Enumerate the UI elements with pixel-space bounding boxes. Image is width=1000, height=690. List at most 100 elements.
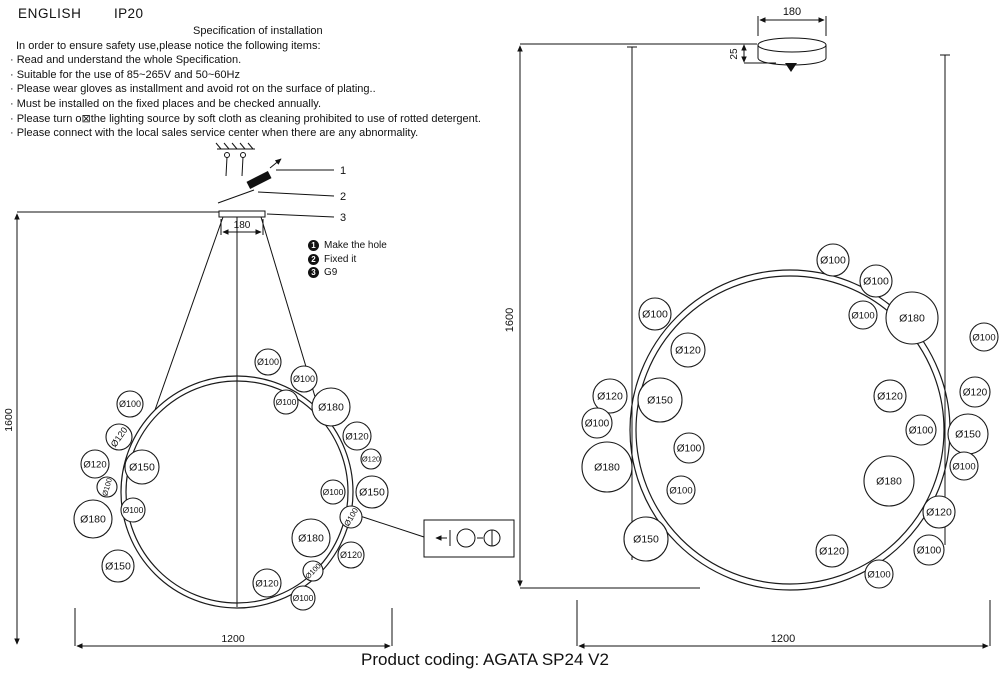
- bubble-diameter-label: Ø150: [129, 462, 155, 474]
- cable-grip-icon: [785, 63, 797, 72]
- bubble-circle: [291, 518, 331, 558]
- glass-bubble: Ø150: [947, 413, 989, 455]
- callout-number-3: 3: [340, 212, 346, 224]
- glass-bubble: Ø180: [863, 455, 915, 507]
- glass-bubble: Ø100: [864, 559, 894, 589]
- glass-bubble: Ø120: [922, 495, 956, 529]
- glass-bubble: Ø100: [273, 389, 299, 415]
- callout-number-1: 1: [340, 165, 346, 177]
- bubble-diameter-label: Ø100: [323, 487, 344, 497]
- left-canopy-width-label: 180: [234, 220, 251, 231]
- language-label: ENGLISH: [18, 6, 82, 21]
- bubble-circle: [273, 389, 299, 415]
- spec-item: · Please turn o⊠the lighting source by s…: [10, 112, 481, 125]
- anchor-screw-icon: [224, 152, 230, 158]
- legend-step-2-label: Fixed it: [324, 253, 357, 265]
- bulb-icon: [456, 528, 476, 548]
- bubble-diameter-label: Ø150: [105, 561, 131, 573]
- bubble-circle: [311, 387, 351, 427]
- bubble-circle: [969, 322, 999, 352]
- bubble-circle: [666, 475, 696, 505]
- right-drop-height-label: 1600: [504, 308, 516, 332]
- glass-bubble: Ø100: [581, 407, 613, 439]
- glass-bubble: Ø100: [949, 451, 979, 481]
- bubble-diameter-label: Ø150: [633, 534, 659, 546]
- bubble-diameter-label: Ø150: [647, 395, 673, 407]
- legend-item: 1 Make the hole: [308, 239, 387, 253]
- callout-number-2: 2: [340, 191, 346, 203]
- bubble-diameter-label: Ø120: [362, 455, 380, 464]
- bubble-circle: [623, 516, 669, 562]
- spec-item: · Suitable for the use of 85~265V and 50…: [10, 68, 240, 81]
- spec-item: · Read and understand the whole Specific…: [10, 54, 242, 67]
- bubble-circle: [355, 475, 389, 509]
- bubble-circle: [320, 479, 346, 505]
- callout-leaders: [257, 169, 335, 218]
- glass-bubble: Ø120: [105, 423, 133, 451]
- left-ring: [120, 375, 354, 609]
- bubble-circle: [873, 379, 907, 413]
- glass-bubble: Ø120: [337, 541, 365, 569]
- bubble-circle: [581, 441, 633, 493]
- bubble-circle: [581, 407, 613, 439]
- bulb-replacement-detail: [359, 515, 515, 558]
- glass-bubble: Ø100: [969, 322, 999, 352]
- glass-bubble: Ø120: [252, 568, 282, 598]
- anchor-screw-icon: [240, 152, 246, 158]
- bubble-diameter-label: Ø100: [642, 309, 668, 321]
- bubble-diameter-label: Ø100: [119, 399, 141, 409]
- right-ring-width-label: 1200: [771, 633, 795, 645]
- bubble-circle: [815, 534, 849, 568]
- glass-bubble: Ø180: [581, 441, 633, 493]
- glass-bubble: Ø120: [360, 448, 382, 470]
- canopy-plate: [218, 210, 266, 218]
- bubble-circle: [96, 476, 118, 498]
- glass-bubble: Ø180: [311, 387, 351, 427]
- bubble-diameter-label: Ø120: [345, 431, 368, 442]
- spec-intro: In order to ensure safety use,please not…: [16, 39, 321, 52]
- bubble-circle: [116, 390, 144, 418]
- bubble-diameter-label: Ø100: [909, 426, 934, 437]
- legend-step-3-label: G9: [324, 267, 338, 279]
- glass-bubble: Ø100: [120, 497, 146, 523]
- left-ring-width-label: 1200: [221, 633, 245, 645]
- glass-bubble: Ø120: [959, 376, 991, 408]
- bubble-circle: [339, 505, 363, 529]
- glass-bubble: Ø100: [913, 534, 945, 566]
- right-dimension-lines: [517, 43, 991, 649]
- glass-bubble: Ø100: [302, 560, 324, 582]
- glass-bubble: Ø180: [885, 291, 939, 345]
- bubble-circle: [80, 449, 110, 479]
- bubble-circle: [848, 300, 878, 330]
- glass-bubble: Ø100: [339, 505, 363, 529]
- bubble-diameter-label: Ø100: [585, 419, 610, 430]
- glass-bubble: Ø100: [859, 264, 893, 298]
- spec-item: · Must be installed on the fixed places …: [10, 97, 322, 110]
- bubble-diameter-label: Ø100: [851, 310, 874, 321]
- legend-step-1-icon: 1: [308, 240, 319, 252]
- glass-bubble: Ø100: [116, 390, 144, 418]
- bubble-circle: [342, 421, 372, 451]
- bubble-circle: [905, 414, 937, 446]
- bubble-circle: [101, 549, 135, 583]
- bubble-diameter-label: Ø150: [359, 487, 385, 499]
- bubble-circle: [885, 291, 939, 345]
- bubble-diameter-label: Ø120: [597, 391, 623, 403]
- bubble-circle: [959, 376, 991, 408]
- legend-item: 2 Fixed it: [308, 253, 387, 267]
- bubble-circle: [913, 534, 945, 566]
- bubble-circle: [290, 365, 318, 393]
- glass-bubble: Ø180: [73, 499, 113, 539]
- bubble-diameter-label: Ø100: [257, 357, 279, 367]
- bubble-diameter-label: Ø100: [972, 332, 995, 343]
- bubble-diameter-label: Ø100: [276, 397, 297, 407]
- legend-step-1-label: Make the hole: [324, 240, 387, 252]
- bubble-circle: [124, 449, 160, 485]
- bubble-diameter-label: Ø100: [293, 374, 315, 384]
- spec-item: · Please connect with the local sales se…: [10, 127, 419, 140]
- bubble-diameter-label: Ø100: [917, 546, 942, 557]
- bubble-diameter-label: Ø120: [963, 388, 988, 399]
